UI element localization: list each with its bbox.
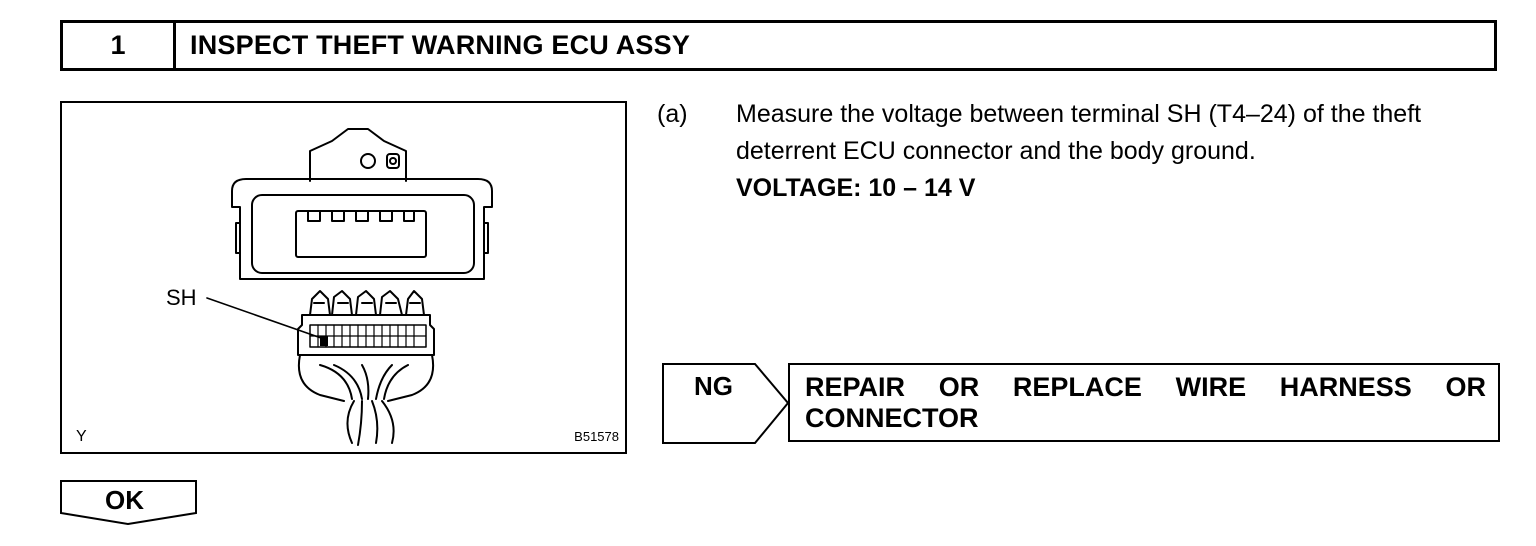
figure-corner-label: Y [76, 428, 87, 445]
terminal-sh-label: SH [166, 285, 197, 310]
ecu-connector-drawing [206, 128, 493, 446]
step-title: INSPECT THEFT WARNING ECU ASSY [190, 30, 691, 60]
ok-label: OK [105, 485, 144, 515]
instruction-item-label: (a) [657, 100, 688, 128]
instruction-block: (a) Measure the voltage between terminal… [657, 96, 1506, 207]
ng-arrow-shape [662, 363, 790, 444]
voltage-spec: VOLTAGE: 10 – 14 V [736, 174, 976, 202]
connector-illustration: SH Y B51578 [60, 101, 627, 454]
step-number: 1 [63, 23, 176, 68]
ok-result-tag: OK [60, 480, 197, 526]
ng-action-box: REPAIR OR REPLACE WIRE HARNESS OR CONNEC… [788, 363, 1500, 442]
instruction-text: Measure the voltage between terminal SH … [736, 100, 1422, 165]
ng-label: NG [694, 371, 733, 401]
figure-code: B51578 [574, 429, 619, 444]
ok-down-arrow-shape [60, 480, 197, 526]
ng-result-tag: NG [662, 363, 790, 445]
step-header: 1 INSPECT THEFT WARNING ECU ASSY [60, 20, 1497, 71]
